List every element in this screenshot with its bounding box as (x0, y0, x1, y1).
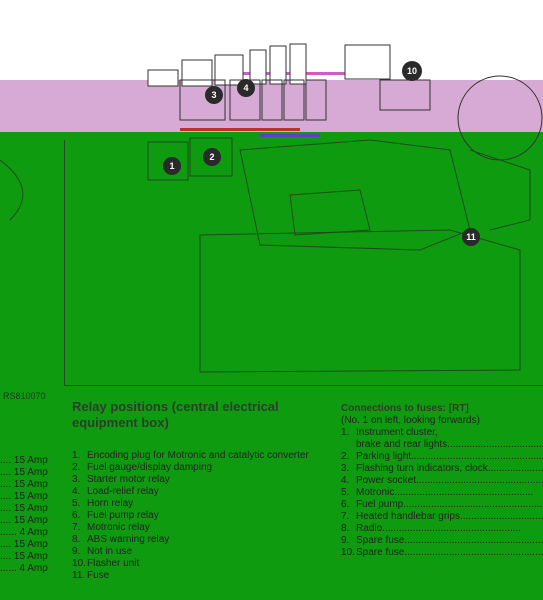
list-item: 6.Fuel pump relay (72, 510, 159, 521)
relay-body (147, 141, 189, 181)
pink-band (0, 80, 543, 132)
list-item: 11.Fuse (72, 570, 110, 581)
amp-rating: .... 15 Amp (0, 515, 48, 526)
list-item: 9.Spare fuse............................… (341, 535, 543, 546)
callout-label: 11 (466, 232, 476, 242)
amp-rating: ...... 4 Amp (0, 563, 48, 574)
callout-label: 2 (209, 152, 214, 162)
list-item: 3.Starter motor relay (72, 474, 170, 485)
glitch-stripe (260, 134, 320, 137)
relay-body (305, 79, 327, 121)
divider-vertical (64, 140, 65, 386)
relay-body (344, 44, 391, 80)
relay-body (181, 59, 213, 87)
fuse-panel (289, 189, 371, 236)
list-item: 3.Flashing turn indicators, clock.......… (341, 463, 543, 474)
callout-2: 2 (203, 148, 221, 166)
detail-lead (469, 149, 531, 231)
relay-body (189, 137, 233, 177)
callout-label: 4 (243, 83, 248, 93)
figure-reference: RS810070 (3, 391, 46, 401)
relay-body (147, 69, 179, 87)
list-item: 5.Motronic..............................… (341, 487, 534, 498)
fuse-box-diagram: 1 2 3 4 10 11 (0, 43, 543, 373)
amp-rating: .... 15 Amp (0, 503, 48, 514)
amp-rating: .... 15 Amp (0, 455, 48, 466)
connections-subtitle: (No. 1 on left, looking forwards) (341, 415, 480, 426)
amp-rating: .... 15 Amp (0, 479, 48, 490)
connections-list: 1.Instrument cluster, brake and rear lig… (341, 427, 543, 559)
amp-rating: .... 15 Amp (0, 539, 48, 550)
callout-label: 10 (407, 66, 417, 76)
connections-title: Connections to fuses: [RT] (341, 403, 469, 414)
list-item: 4.Load-relief relay (72, 486, 159, 497)
amp-rating: .... 15 Amp (0, 491, 48, 502)
divider-horizontal (64, 385, 543, 386)
detail-circle (457, 75, 543, 161)
relay-positions-list: 1.Encoding plug for Motronic and catalyt… (72, 450, 332, 582)
relay-body (283, 79, 305, 121)
callout-label: 1 (169, 161, 174, 171)
amp-rating: ...... 4 Amp (0, 527, 48, 538)
list-item: 5.Horn relay (72, 498, 134, 509)
list-item: 2.Parking light.........................… (341, 451, 543, 462)
callout-3: 3 (205, 86, 223, 104)
amp-rating: .... 15 Amp (0, 551, 48, 562)
glitch-stripe (180, 128, 300, 131)
list-item: 10.Spare fuse...........................… (341, 547, 543, 558)
relay-positions-title: Relay positions (central electrical equi… (72, 399, 279, 430)
list-item: 2.Fuel gauge/display damping (72, 462, 213, 473)
list-item: 9.Not in use (72, 546, 133, 557)
list-item: 7.Heated handlebar grips................… (341, 511, 543, 522)
list-item: 8.ABS warning relay (72, 534, 170, 545)
box-base-outline (199, 229, 521, 373)
list-item: 4.Power socket..........................… (341, 475, 543, 486)
relay-body (269, 45, 287, 85)
list-item: 1.Encoding plug for Motronic and catalyt… (72, 450, 309, 461)
list-item: 1.Instrument cluster, (341, 427, 438, 438)
relay-body (379, 79, 431, 111)
green-band (0, 132, 543, 600)
left-edge-curve (0, 159, 24, 221)
callout-label: 3 (211, 90, 216, 100)
relay-body (249, 49, 267, 85)
relay-body (179, 79, 226, 121)
callout-4: 4 (237, 79, 255, 97)
callout-10: 10 (402, 61, 422, 81)
relay-body (261, 79, 283, 121)
amp-ratings-column: .... 15 Amp .... 15 Amp .... 15 Amp ....… (0, 455, 60, 575)
list-item: 8.Radio.................................… (341, 523, 522, 534)
list-item: brake and rear lights...................… (356, 439, 543, 450)
list-item: 7.Motronic relay (72, 522, 150, 533)
list-item: 6.Fuel pump.............................… (341, 499, 543, 510)
list-item: 10.Flasher unit (72, 558, 140, 569)
callout-11: 11 (462, 228, 480, 246)
relay-body (289, 43, 307, 85)
amp-rating: .... 15 Amp (0, 467, 48, 478)
callout-1: 1 (163, 157, 181, 175)
